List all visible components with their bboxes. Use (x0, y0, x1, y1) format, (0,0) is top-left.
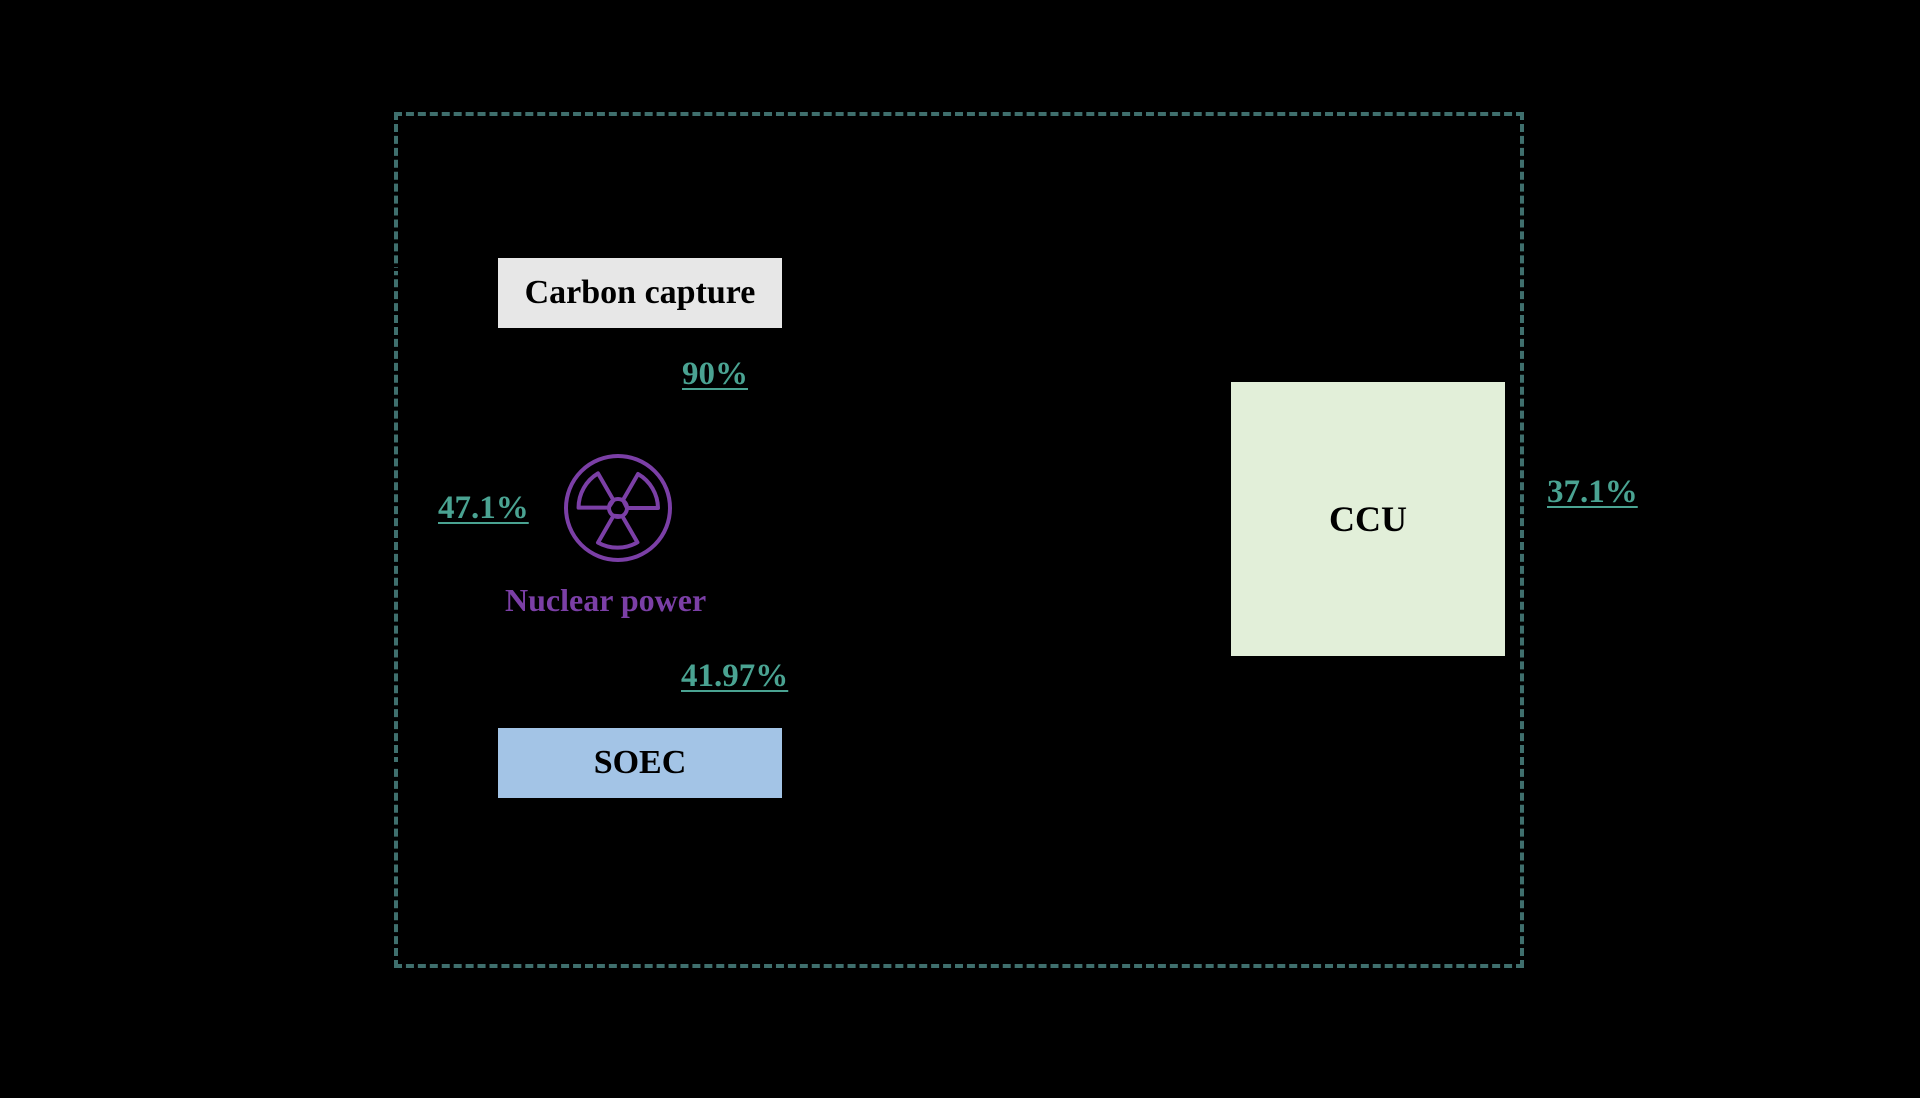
nuclear-efficiency: 47.1% (438, 490, 529, 526)
system-boundary (394, 112, 1524, 968)
flow-line-co2-out (621, 200, 624, 256)
soec-efficiency: 41.97% (681, 658, 789, 694)
flow-line-soec-to-ccu-up (1366, 656, 1369, 764)
flow-line-product (1546, 530, 1746, 533)
ccu-box: CCU (1231, 382, 1505, 656)
radiation-icon (564, 454, 672, 562)
flow-line-flue-gas (222, 268, 458, 271)
capture-efficiency: 90% (682, 356, 748, 392)
flow-line-soec-to-ccu (782, 762, 1368, 765)
carbon-capture-label: Carbon capture (524, 274, 756, 311)
flow-line-heat-out (741, 186, 744, 256)
flow-line-ccu-input (964, 496, 1196, 499)
flow-line-nuclear-down (616, 640, 619, 726)
ccu-efficiency: 37.1% (1547, 474, 1638, 510)
soec-box: SOEC (498, 728, 782, 798)
flow-line-water (222, 762, 458, 765)
nuclear-power-label: Nuclear power (505, 582, 707, 618)
carbon-capture-box: Carbon capture (498, 258, 782, 328)
flow-line-o2-out (621, 800, 624, 870)
flow-line-nuclear-up (616, 350, 619, 430)
flow-line-capture-to-ccu (782, 294, 1368, 297)
ccu-label: CCU (1329, 499, 1407, 539)
flow-line-capture-to-ccu-down (1366, 294, 1369, 382)
soec-label: SOEC (593, 744, 687, 781)
